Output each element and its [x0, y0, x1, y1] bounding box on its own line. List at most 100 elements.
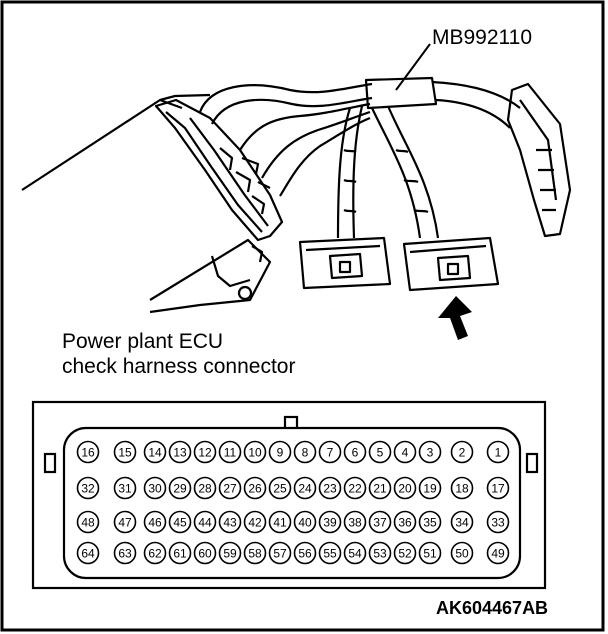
pin-number: 9 — [277, 446, 284, 460]
tool-label-leader — [395, 43, 431, 91]
connector-pin: 41 — [268, 510, 292, 534]
pin-number: 23 — [323, 482, 337, 496]
figure-id: AK604467AB — [436, 598, 549, 618]
connector-pin: 6 — [343, 440, 367, 464]
connector-side-tab-left — [43, 452, 57, 474]
pin-number: 31 — [118, 482, 132, 496]
connector-pin: 40 — [293, 510, 317, 534]
lower-connector-right — [402, 236, 500, 292]
connector-pin: 37 — [368, 510, 392, 534]
pin-number: 24 — [298, 482, 312, 496]
connector-pin: 32 — [76, 476, 100, 500]
pin-number: 20 — [398, 482, 412, 496]
connector-side-tab-right — [525, 452, 539, 474]
pin-number: 19 — [423, 482, 437, 496]
connector-pin: 14 — [143, 440, 167, 464]
connector-pin: 13 — [168, 440, 192, 464]
connector-pin: 59 — [218, 541, 242, 565]
pin-number: 13 — [173, 446, 187, 460]
connector-pin: 15 — [113, 440, 137, 464]
connector-pin: 35 — [418, 510, 442, 534]
connector-pin: 45 — [168, 510, 192, 534]
pin-number: 34 — [455, 516, 469, 530]
pin-number: 28 — [198, 482, 212, 496]
connector-pin: 18 — [450, 476, 474, 500]
connector-pin: 42 — [243, 510, 267, 534]
pin-number: 25 — [273, 482, 287, 496]
connector-pin-area — [62, 426, 522, 580]
pin-number: 61 — [173, 547, 187, 561]
pin-number: 8 — [302, 446, 309, 460]
connector-pin: 53 — [368, 541, 392, 565]
connector-pin: 22 — [343, 476, 367, 500]
pin-number: 63 — [118, 547, 132, 561]
connector-pin: 8 — [293, 440, 317, 464]
connector-pin: 31 — [113, 476, 137, 500]
connector-pin: 44 — [193, 510, 217, 534]
connector-pin: 34 — [450, 510, 474, 534]
connector-pin: 54 — [343, 541, 367, 565]
pointer-arrow-icon — [438, 296, 472, 340]
pin-number: 52 — [398, 547, 412, 561]
pin-number: 18 — [455, 482, 469, 496]
pin-number: 36 — [398, 516, 412, 530]
connector-pin: 29 — [168, 476, 192, 500]
ecu-illustration — [21, 43, 572, 314]
connector-pin: 12 — [193, 440, 217, 464]
caption-line-2: check harness connector — [62, 355, 296, 378]
connector-pin: 60 — [193, 541, 217, 565]
connector-pin: 16 — [76, 440, 100, 464]
connector-pin: 2 — [450, 440, 474, 464]
pin-number: 45 — [173, 516, 187, 530]
connector-pin: 38 — [343, 510, 367, 534]
pin-number: 16 — [81, 446, 95, 460]
connector-pin: 47 — [113, 510, 137, 534]
cable-sleeve — [364, 76, 438, 110]
pin-number: 48 — [81, 516, 95, 530]
pin-number: 55 — [323, 547, 337, 561]
connector-pin: 11 — [218, 440, 242, 464]
pin-number: 64 — [81, 547, 95, 561]
connector-pin: 52 — [393, 541, 417, 565]
connector-pin: 33 — [486, 510, 510, 534]
connector-pin: 48 — [76, 510, 100, 534]
connector-pin: 61 — [168, 541, 192, 565]
connector-pin: 58 — [243, 541, 267, 565]
connector-pin: 21 — [368, 476, 392, 500]
pin-number: 53 — [373, 547, 387, 561]
connector-pin: 46 — [143, 510, 167, 534]
pin-number: 22 — [348, 482, 362, 496]
pin-number: 60 — [198, 547, 212, 561]
pin-number: 4 — [402, 446, 409, 460]
connector-pin: 4 — [393, 440, 417, 464]
connector-pin: 63 — [113, 541, 137, 565]
pin-number: 35 — [423, 516, 437, 530]
pin-number: 27 — [223, 482, 237, 496]
pin-number: 6 — [352, 446, 359, 460]
pin-number: 49 — [491, 547, 505, 561]
connector-pin: 19 — [418, 476, 442, 500]
pin-number: 54 — [348, 547, 362, 561]
connector-pin: 3 — [418, 440, 442, 464]
pin-number: 58 — [248, 547, 262, 561]
connector-pin: 24 — [293, 476, 317, 500]
connector-pin: 62 — [143, 541, 167, 565]
pin-number: 29 — [173, 482, 187, 496]
connector-pin: 27 — [218, 476, 242, 500]
pin-number: 10 — [248, 446, 262, 460]
connector-pin: 56 — [293, 541, 317, 565]
connector-housing — [31, 400, 547, 590]
connector-pin: 36 — [393, 510, 417, 534]
pin-number: 14 — [148, 446, 162, 460]
connector-pin: 9 — [268, 440, 292, 464]
ecu-body — [21, 93, 211, 191]
pin-number: 21 — [373, 482, 387, 496]
caption-line-1: Power plant ECU — [62, 330, 224, 353]
connector-pin: 39 — [318, 510, 342, 534]
connector-pin: 7 — [318, 440, 342, 464]
connector-pin: 1 — [486, 440, 510, 464]
pin-number: 42 — [248, 516, 262, 530]
connector-pin: 5 — [368, 440, 392, 464]
pin-number: 39 — [323, 516, 337, 530]
